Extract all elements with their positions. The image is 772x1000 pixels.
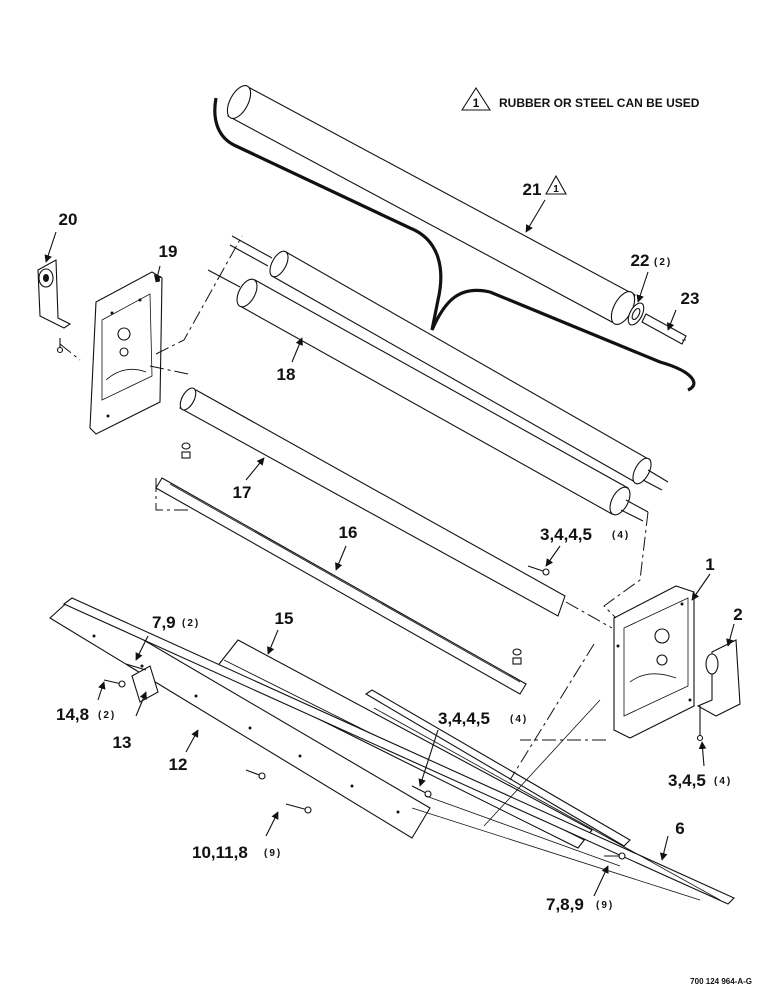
callout-18: 18 bbox=[277, 365, 296, 384]
callout-15: 15 bbox=[275, 609, 294, 628]
callout-21-symbol: 1 bbox=[553, 184, 559, 195]
callout-10-11-8-qty: (9) bbox=[264, 848, 282, 859]
bearing-22 bbox=[627, 302, 645, 326]
bar-16 bbox=[155, 442, 527, 695]
callout-21-warning-triangle-icon bbox=[545, 174, 567, 195]
roller-cover-17 bbox=[179, 387, 566, 617]
leader-lines-solid bbox=[373, 699, 721, 901]
callout-3-4-4-5-lower-qty: (4) bbox=[510, 714, 528, 725]
callout-6: 6 bbox=[675, 819, 684, 838]
bracket-20 bbox=[37, 259, 72, 354]
callout-12: 12 bbox=[169, 755, 188, 774]
shaft-23 bbox=[641, 313, 687, 345]
callout-3-4-4-5-lower: 3,4,4,5 bbox=[438, 709, 490, 728]
note-warning-triangle-icon bbox=[460, 86, 492, 111]
callout-3-4-4-5-upper: 3,4,4,5 bbox=[540, 525, 592, 544]
note: 1 RUBBER OR STEEL CAN BE USED bbox=[460, 86, 700, 111]
plate-19 bbox=[89, 271, 163, 435]
bracket-2 bbox=[696, 639, 741, 742]
note-text: RUBBER OR STEEL CAN BE USED bbox=[499, 96, 700, 110]
callout-7-8-9-qty: (9) bbox=[596, 900, 614, 911]
callout-23: 23 bbox=[681, 289, 700, 308]
roller-18-lower bbox=[207, 269, 649, 522]
callout-19: 19 bbox=[159, 242, 178, 261]
callout-13: 13 bbox=[113, 733, 132, 752]
callout-3-4-4-5-upper-qty: (4) bbox=[612, 530, 630, 541]
figure-id: 700 124 964-A-G bbox=[690, 977, 752, 986]
callout-7-9: 7,9 bbox=[152, 613, 176, 632]
callout-22-qty: (2) bbox=[654, 257, 672, 268]
callout-14-8: 14,8 bbox=[56, 705, 89, 724]
roller-18-upper bbox=[229, 235, 669, 491]
callout-17: 17 bbox=[233, 483, 252, 502]
note-symbol: 1 bbox=[473, 96, 480, 110]
bar-6 bbox=[62, 597, 735, 905]
callout-7-8-9: 7,8,9 bbox=[546, 895, 584, 914]
callout-20: 20 bbox=[59, 210, 78, 229]
callout-3-4-5: 3,4,5 bbox=[668, 771, 706, 790]
callout-14-8-qty: (2) bbox=[98, 710, 116, 721]
callout-16: 16 bbox=[339, 523, 358, 542]
rod bbox=[364, 689, 631, 847]
roller-path-curve bbox=[213, 97, 696, 392]
callout-1: 1 bbox=[705, 555, 714, 574]
callout-10-11-8: 10,11,8 bbox=[192, 843, 248, 862]
callout-7-9-qty: (2) bbox=[182, 618, 200, 629]
callout-2: 2 bbox=[733, 605, 742, 624]
plate-1 bbox=[613, 585, 695, 739]
callout-3-4-5-qty: (4) bbox=[714, 776, 732, 787]
callout-22: 22 bbox=[631, 251, 650, 270]
roller-21 bbox=[226, 85, 636, 325]
callout-21: 21 bbox=[523, 180, 542, 199]
callout-arrows bbox=[44, 199, 735, 897]
callout-labels: 21 1 22 (2) 23 19 20 18 17 16 15 3,4,4,5… bbox=[56, 174, 743, 914]
